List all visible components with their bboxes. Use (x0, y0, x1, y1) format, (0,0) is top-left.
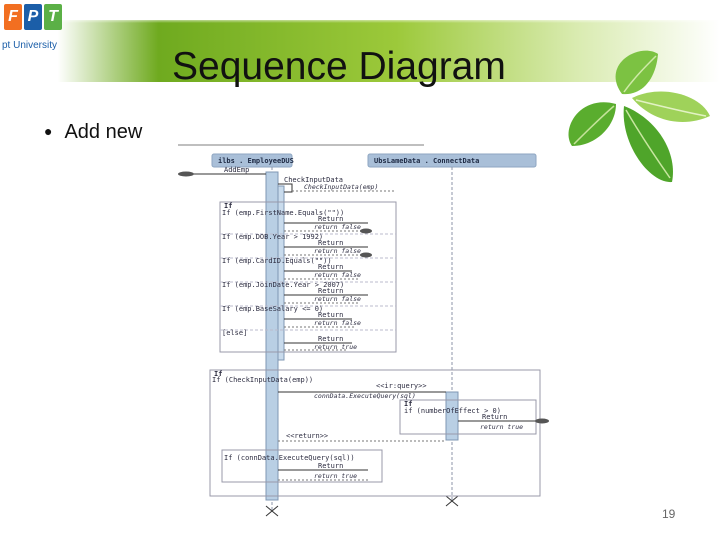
message-label: return false (314, 295, 361, 303)
lost-message-dot (360, 253, 372, 258)
message-label: Return (318, 287, 343, 295)
page-number: 19 (662, 507, 675, 521)
activation-bar (446, 392, 458, 440)
message-label: connData.ExecuteQuery(sql) (314, 392, 416, 400)
logo-letter-p: P (24, 4, 42, 30)
activation-bar (266, 172, 278, 500)
message-label: return false (314, 247, 361, 255)
message-label: Return (318, 335, 343, 343)
message-label: return true (480, 423, 523, 431)
message-label: Return (318, 263, 343, 271)
message-label: CheckInputData(emp) (304, 183, 378, 191)
found-message-dot (178, 172, 194, 177)
bullet-dot-icon: ● (44, 123, 52, 139)
message-label: return true (314, 472, 357, 480)
message-label: return false (314, 319, 361, 327)
fpt-logo: F P T pt University (2, 2, 66, 62)
bullet-item: ● Add new (44, 121, 142, 144)
sequence-diagram: ilbs . EmployeeDUS UbsLameData . Connect… (172, 138, 608, 520)
lost-message-dot (535, 419, 549, 424)
slide-title: Sequence Diagram (172, 44, 506, 90)
lost-message-dot (360, 229, 372, 234)
message-label: <<return>> (286, 432, 328, 440)
leaf-icon (616, 51, 658, 94)
guard-label: If (emp.CardID.Equals("")) (222, 257, 332, 265)
message-label: Return (318, 462, 343, 470)
guard-label: If (connData.ExecuteQuery(sql)) (224, 454, 355, 462)
guard-label: If (emp.BaseSalary <= 0) (222, 305, 323, 313)
combined-fragment (210, 370, 540, 496)
message-label: return false (314, 271, 361, 279)
logo-subtitle: pt University (2, 40, 57, 51)
message-label: return false (314, 223, 361, 231)
guard-label: [else] (222, 329, 247, 337)
message-label: Return (318, 311, 343, 319)
message-label: <<ir:query>> (376, 382, 427, 390)
guard-label: If (CheckInputData(emp)) (212, 376, 313, 384)
guard-label: If (emp.DOB.Year > 1992) (222, 233, 323, 241)
lifeline-label-connectdata: UbsLameData . ConnectData (374, 157, 479, 165)
logo-letter-f: F (4, 4, 22, 30)
message-label: Return (318, 239, 343, 247)
message-label: AddEmp (224, 166, 249, 174)
lifeline-label-employee: ilbs . EmployeeDUS (218, 157, 294, 165)
bullet-text: Add new (64, 121, 142, 143)
message-label: Return (482, 413, 507, 421)
message-label: Return (318, 215, 343, 223)
logo-letter-t: T (44, 4, 62, 30)
